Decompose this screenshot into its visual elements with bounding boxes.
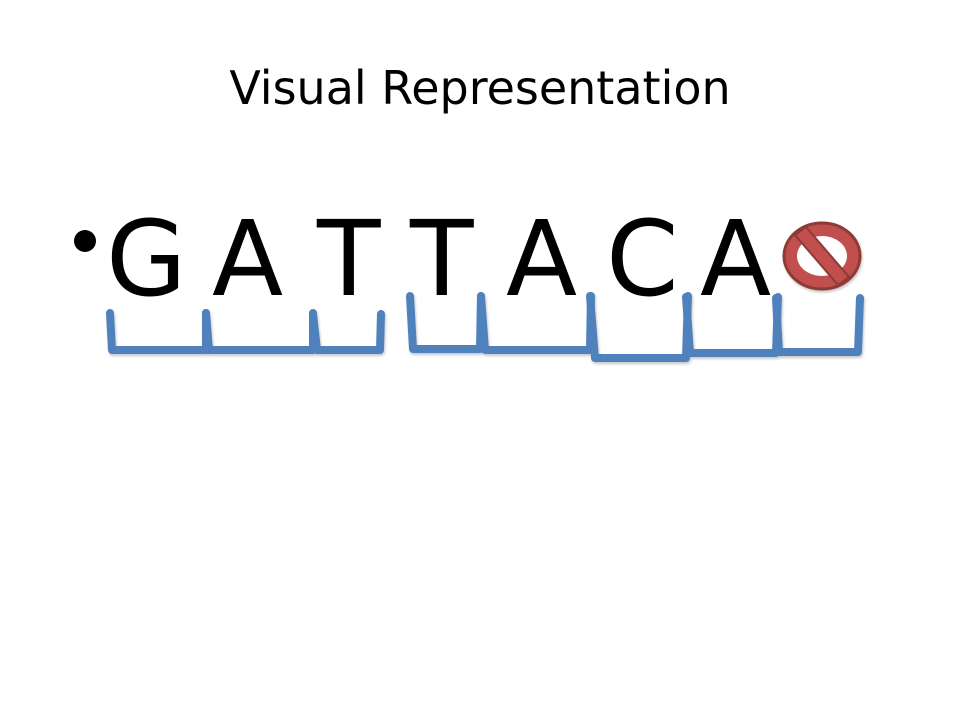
sequence-letter-2: A [212, 198, 283, 320]
bracket-3 [309, 310, 385, 354]
sequence-letter-7: A [700, 198, 771, 320]
sequence-letter-1: G [106, 198, 187, 320]
sequence-letter-4: T [409, 198, 474, 320]
slide-title: Visual Representation [229, 61, 731, 115]
no-symbol-icon [782, 221, 862, 291]
bracket-8 [772, 294, 864, 356]
sequence-letter-5: A [506, 198, 577, 320]
bullet-dot-icon [70, 226, 100, 256]
sequence-letter-3: T [316, 198, 381, 320]
sequence-letter-6: C [606, 198, 679, 320]
no-symbol-bar [793, 225, 851, 287]
bullet-dot-shape [74, 230, 96, 252]
bracket-group [106, 292, 864, 362]
